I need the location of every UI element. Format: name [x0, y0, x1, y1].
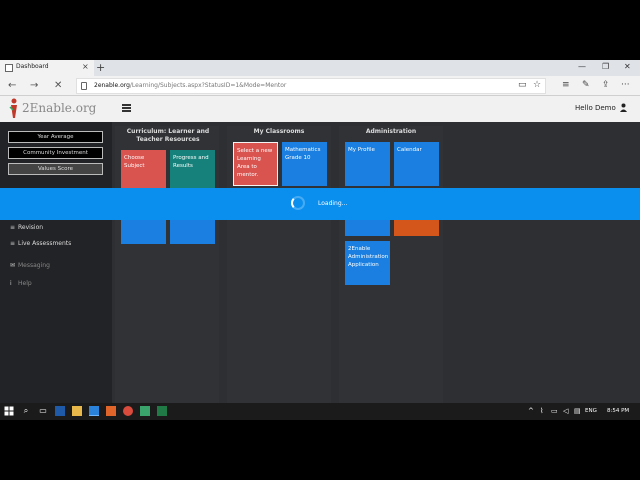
browser-tab-bar: Dashboard × + — ❐ ✕ [0, 60, 640, 76]
windows-taskbar: ⌕ ▭ ^ ⌇ ▭ ◁ ▤ ENG 8:54 PM [0, 403, 640, 420]
maximize-button[interactable]: ❐ [602, 62, 610, 71]
curriculum-section-title: Curriculum: Learner and Teacher Resource… [126, 128, 210, 143]
web-note-icon[interactable]: ✎ [582, 80, 590, 90]
sidebar: Year Average Community Investment Values… [0, 122, 112, 403]
url-text: 2enable.org/Learning/Subjects.aspx?Statu… [94, 82, 286, 89]
windows-start-icon[interactable] [4, 406, 14, 416]
user-icon[interactable] [620, 103, 627, 112]
tray-chevron-up-icon[interactable]: ^ [528, 407, 534, 415]
search-icon[interactable]: ⌕ [23, 406, 29, 415]
year-average-button[interactable]: Year Average [8, 131, 103, 143]
choose-subject-tile[interactable]: Choose Subject [121, 150, 166, 194]
app-icon[interactable] [140, 406, 150, 416]
battery-icon[interactable]: ▭ [551, 407, 558, 415]
loading-text: Loading... [318, 200, 348, 207]
share-icon[interactable]: ⇪ [602, 80, 610, 90]
url-input[interactable]: 2enable.org/Learning/Subjects.aspx?Statu… [76, 78, 546, 94]
file-explorer-icon[interactable] [72, 406, 82, 416]
progress-results-tile[interactable]: Progress and Results [170, 150, 215, 194]
sidebar-item-live-assessments[interactable]: ≡Live Assessments [10, 240, 71, 247]
volume-icon[interactable]: ◁ [563, 407, 569, 415]
reading-view-icon[interactable]: ▭ [518, 80, 527, 90]
tab-close-icon[interactable]: × [82, 62, 89, 71]
assessment-icon: ≡ [10, 240, 16, 247]
revision-icon: ≡ [10, 224, 16, 231]
forward-arrow-icon[interactable]: → [30, 80, 39, 91]
tab-title: Dashboard [16, 63, 49, 70]
administration-section-title: Administration [365, 128, 417, 135]
sidebar-item-label: Revision [18, 224, 44, 231]
favorite-star-icon[interactable]: ☆ [533, 80, 542, 90]
sidebar-item-messaging[interactable]: ✉Messaging [10, 262, 50, 269]
values-score-button[interactable]: Values Score [8, 163, 103, 175]
browser-tab-dashboard[interactable]: Dashboard × [0, 60, 94, 76]
info-icon: i [10, 280, 12, 287]
input-language[interactable]: ENG [585, 408, 597, 414]
sidebar-item-label: Messaging [18, 262, 50, 269]
page-favicon-icon [5, 64, 13, 72]
spinner-icon [291, 196, 305, 210]
sidebar-item-help[interactable]: i Help [10, 280, 32, 287]
user-greeting[interactable]: Hello Demo [575, 104, 616, 112]
back-arrow-icon[interactable]: ← [8, 80, 17, 91]
network-icon[interactable]: ⌇ [540, 407, 544, 415]
minimize-button[interactable]: — [578, 62, 586, 71]
app-header: 2Enable.org Hello Demo [0, 96, 640, 122]
classrooms-section-title: My Classrooms [253, 128, 305, 135]
community-investment-button[interactable]: Community Investment [8, 147, 103, 159]
sidebar-item-label: Live Assessments [18, 240, 72, 247]
url-host: 2enable.org [94, 82, 130, 89]
notification-icon[interactable]: ▤ [574, 407, 581, 415]
loading-banner: Loading... [0, 188, 640, 220]
administration-application-tile[interactable]: 2Enable Administration Application [345, 241, 390, 285]
firefox-icon[interactable] [106, 406, 116, 416]
dashboard-content: Curriculum: Learner and Teacher Resource… [112, 122, 640, 403]
sidebar-item-label: Help [18, 280, 32, 287]
more-menu-icon[interactable]: ··· [621, 80, 630, 90]
my-profile-tile[interactable]: My Profile [345, 142, 390, 186]
page-body: Year Average Community Investment Values… [0, 122, 640, 403]
lock-icon [81, 82, 87, 90]
chrome-icon[interactable] [123, 406, 133, 416]
url-path: /Learning/Subjects.aspx?StatusID=1&Mode=… [129, 82, 287, 89]
edge-browser-icon[interactable] [89, 406, 99, 416]
envelope-icon: ✉ [10, 262, 16, 269]
task-view-icon[interactable]: ▭ [39, 406, 47, 415]
sidebar-item-revision[interactable]: ≡Revision [10, 224, 43, 231]
hamburger-menu-icon[interactable] [122, 104, 131, 112]
mathematics-grade-10-tile[interactable]: Mathematics Grade 10 [282, 142, 327, 186]
site-logo[interactable]: 2Enable.org [22, 101, 97, 115]
browser-address-bar: ← → ✕ 2enable.org/Learning/Subjects.aspx… [0, 76, 640, 96]
window-close-button[interactable]: ✕ [624, 62, 631, 71]
excel-icon[interactable] [157, 406, 167, 416]
calendar-tile[interactable]: Calendar [394, 142, 439, 186]
hub-icon[interactable]: ≡ [562, 80, 570, 90]
stop-loading-icon[interactable]: ✕ [54, 80, 63, 91]
select-learning-area-tile[interactable]: Select a new Learning Area to mentor. [233, 142, 278, 186]
logo-mark-icon [9, 98, 17, 118]
system-clock[interactable]: 8:54 PM [607, 408, 630, 414]
outlook-icon[interactable] [55, 406, 65, 416]
new-tab-button[interactable]: + [96, 61, 106, 74]
